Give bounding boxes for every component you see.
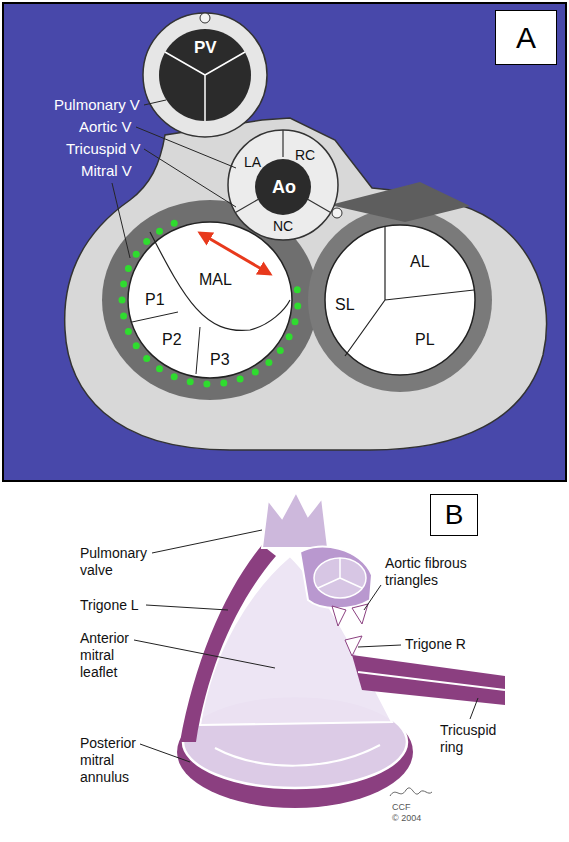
pulmonary-orifice: [159, 29, 251, 121]
leaflet-label: SL: [335, 295, 355, 314]
right-trigone: [345, 636, 362, 656]
left-fibrous-band: [180, 545, 276, 742]
valve-name: Tricuspid V: [66, 140, 140, 158]
cusp-label: LA: [244, 154, 261, 171]
annulus-dot: [133, 251, 140, 258]
structure-label: Aortic fibrous triangles: [385, 555, 485, 589]
annulus-dot: [171, 220, 178, 227]
closure-line: [215, 745, 380, 766]
structure-label: Pulmonary valve: [80, 545, 160, 579]
leader-line: [358, 645, 401, 647]
leaflet-label: AL: [410, 252, 430, 271]
fibrous-triangle: [332, 606, 346, 626]
aortic-root: [300, 547, 372, 609]
annulus-dot: [120, 313, 127, 320]
leaflet-label: PL: [415, 330, 435, 349]
commissure-post: [332, 208, 342, 218]
myocardium-band: [102, 200, 318, 400]
annulus-dot: [286, 333, 293, 340]
scallop-line: [132, 312, 178, 322]
tricuspid-ring-line: [358, 672, 505, 690]
annulus-dot: [220, 380, 227, 387]
leaflet-label: P1: [145, 290, 165, 309]
annulus-dot: [143, 355, 150, 362]
annulus-dot: [156, 365, 163, 372]
anterior-leaflet: [200, 556, 392, 725]
leader-line: [134, 640, 275, 668]
intertrigonal-arrow: [200, 233, 270, 274]
annulus-dot: [125, 328, 132, 335]
septum-wedge: [330, 182, 470, 222]
signature-text: © 2004: [392, 813, 421, 824]
leader-line: [136, 127, 236, 168]
valve-name: Pulmonary V: [54, 96, 140, 114]
annulus-dot: [119, 297, 126, 304]
cusp-line: [318, 558, 362, 588]
valve-name: Mitral V: [81, 162, 132, 180]
leader-line: [112, 183, 130, 258]
panel-background: [65, 487, 508, 840]
annulus-dot: [277, 347, 284, 354]
valve-name: Aortic V: [79, 118, 132, 136]
aortic-orifice: [255, 159, 311, 215]
panel-letter: B: [445, 501, 464, 529]
leader-line: [152, 530, 262, 553]
leader-line: [144, 149, 236, 207]
structure-label: Anterior mitral leaflet: [80, 630, 142, 680]
valve-abbreviation: PV: [194, 38, 217, 58]
commissure-line: [345, 226, 474, 356]
annulus-dot: [265, 359, 272, 366]
leaflet-label: MAL: [199, 270, 232, 289]
scallop-line: [196, 327, 200, 374]
closure-line: [150, 232, 290, 330]
cusp-label: RC: [295, 147, 315, 164]
structure-label: Tricuspid ring: [440, 722, 506, 756]
annulus-dot: [133, 342, 140, 349]
pulmonary-valve: [143, 13, 267, 137]
annulus-dot: [187, 378, 194, 385]
panel-letter-box: B: [430, 494, 478, 536]
cusp-label: NC: [273, 218, 293, 235]
leader-line: [140, 744, 190, 762]
annulus-dot: [292, 318, 299, 325]
leader-line: [146, 605, 228, 610]
signature-text: CCF: [392, 802, 411, 813]
commissure-post: [200, 13, 210, 23]
myocardium-band: [308, 208, 492, 392]
valve-abbreviation: Ao: [272, 177, 296, 199]
leaflet-label: P3: [210, 350, 230, 369]
aortic-valve: [228, 130, 338, 240]
cusp-line: [165, 52, 245, 121]
structure-label: Trigone R: [405, 636, 466, 653]
annulus-dot: [125, 265, 132, 272]
aortic-valve: [314, 558, 366, 598]
structure-label: Posterior mitral annulus: [80, 735, 146, 785]
tricuspid-ring: [352, 655, 505, 705]
leader-line: [144, 100, 166, 105]
annulus-dot: [156, 228, 163, 235]
pulmonary-valve: [262, 492, 328, 548]
annulus-dot: [143, 238, 150, 245]
annulus-dot: [294, 302, 301, 309]
tricuspid-valve: [325, 225, 475, 375]
annulus-dot: [203, 380, 210, 387]
panel-letter: A: [516, 23, 536, 53]
leader-line: [470, 698, 478, 719]
annulus-dot: [171, 373, 178, 380]
leaflet-label: P2: [162, 330, 182, 349]
annulus-dot: [252, 369, 259, 376]
annulus-dot: [120, 281, 127, 288]
leader-line: [364, 585, 381, 610]
structure-label: Trigone L: [80, 597, 139, 614]
signature-scribble: [390, 788, 432, 796]
cusp-line: [235, 130, 330, 213]
annulus-dots: [119, 220, 302, 388]
annulus-dot: [294, 286, 301, 293]
annulus-dot: [237, 376, 244, 383]
panel-letter-box: A: [495, 10, 557, 65]
mitral-valve: [128, 222, 292, 378]
heart-base: [65, 118, 547, 450]
panel-background: [3, 3, 566, 481]
